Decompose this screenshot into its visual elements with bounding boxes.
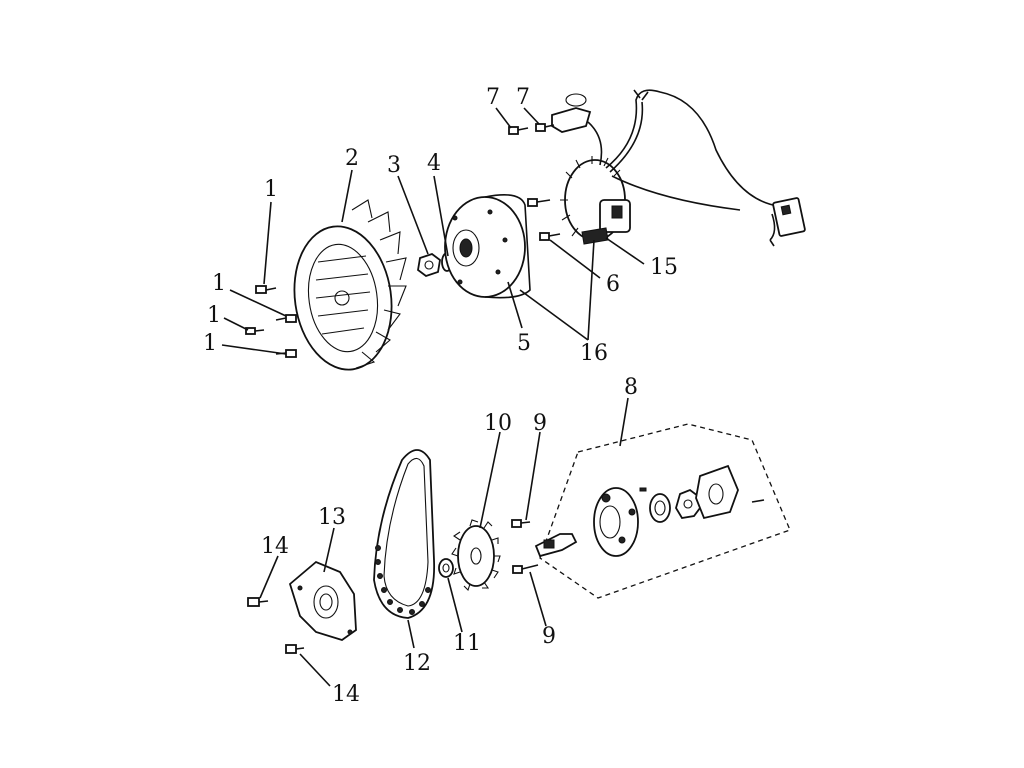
bolt: [527, 198, 551, 207]
oil-pump-rotor: [649, 493, 671, 523]
callout-13: 13: [318, 505, 346, 530]
bolt: [535, 123, 555, 132]
callout-6: 6: [606, 272, 620, 297]
wire-harness: [587, 89, 806, 247]
bolt: [285, 644, 305, 654]
callout-1: 1: [264, 177, 278, 202]
stator: [560, 156, 631, 245]
callout-9: 9: [542, 624, 556, 649]
leader-lines: [221, 107, 645, 687]
callout-5: 5: [517, 331, 531, 356]
callout-7: 7: [486, 85, 500, 110]
callout-2: 2: [345, 146, 359, 171]
callout-8: 8: [624, 375, 638, 400]
pin: [639, 487, 647, 492]
cover-plate: [288, 560, 357, 641]
callout-4: 4: [427, 151, 441, 176]
bolt: [255, 285, 277, 294]
callout-1: 1: [207, 303, 221, 328]
cooling-fan: [293, 199, 407, 371]
pin: [751, 499, 765, 503]
washer: [438, 558, 454, 578]
oil-pump-assembly-outline: [539, 423, 791, 599]
oil-pump-gear: [675, 488, 701, 519]
callout-1: 1: [212, 271, 226, 296]
oil-pump-cover: [695, 464, 739, 520]
oil-pump-body: [593, 487, 639, 557]
pickup-coil: [551, 93, 592, 133]
callout-3: 3: [387, 153, 401, 178]
callout-14: 14: [261, 534, 289, 559]
flywheel-rotor: [444, 194, 531, 299]
callout-10: 10: [484, 411, 512, 436]
callout-9: 9: [533, 411, 547, 436]
callout-14: 14: [332, 682, 360, 707]
bolt: [508, 126, 529, 135]
bolt: [247, 597, 269, 607]
callout-16: 16: [580, 341, 608, 366]
sprocket: [451, 519, 501, 592]
callout-labels: 1 1 1 1 2 3 4 5 6 7 7 15 16 8 9 9 10 11 …: [203, 85, 678, 707]
drive-chain: [373, 449, 435, 619]
callout-7: 7: [516, 85, 530, 110]
bolt: [512, 564, 539, 574]
bolt: [275, 314, 297, 323]
bolt: [539, 232, 561, 241]
callout-11: 11: [453, 631, 481, 656]
callout-12: 12: [403, 651, 431, 676]
nut: [417, 252, 441, 278]
bolt: [245, 327, 265, 335]
callout-15: 15: [650, 255, 678, 280]
callout-1: 1: [203, 331, 217, 356]
bolt: [511, 519, 531, 528]
oil-pump-shaft: [534, 533, 578, 558]
